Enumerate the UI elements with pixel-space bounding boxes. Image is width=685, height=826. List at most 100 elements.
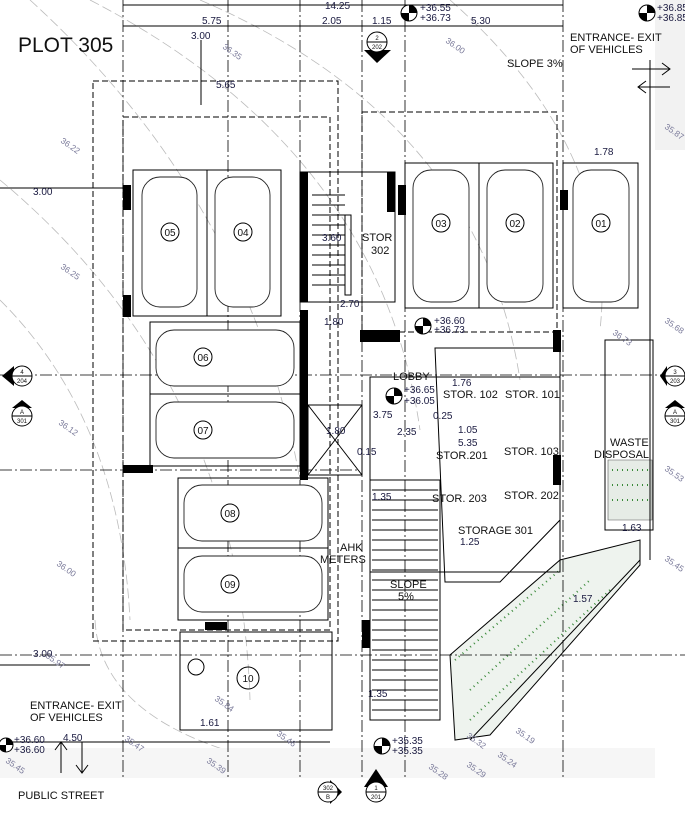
svg-text:STOR. 101: STOR. 101 <box>505 389 560 401</box>
svg-text:+36.60: +36.60 <box>14 735 45 746</box>
svg-text:302: 302 <box>371 245 389 257</box>
dim-3-00-top: 3.00 <box>191 31 211 42</box>
arrow-left-icon <box>637 80 670 94</box>
dimension-labels: 14.25 5.75 2.05 1.15 5.30 3.00 5.65 3.00… <box>33 1 642 744</box>
arrow-down-icon <box>75 742 89 774</box>
svg-text:36.25: 36.25 <box>59 261 82 282</box>
level-marker: +36.60+36.60 <box>0 735 45 756</box>
dim-0-25: 0.25 <box>433 411 453 422</box>
svg-text:01: 01 <box>595 219 607 230</box>
parking-space-08: 08 <box>177 477 329 549</box>
dim-3-00-bottom: 3.00 <box>33 649 53 660</box>
parking-spaces: 05 04 03 02 01 06 07 08 09 10 <box>132 162 639 690</box>
svg-text:301: 301 <box>670 419 681 425</box>
svg-text:+36.60: +36.60 <box>14 745 45 756</box>
svg-text:204: 204 <box>17 379 28 385</box>
level-marker: +36.85+36.85 <box>638 3 685 24</box>
dim-1-35a: 1.35 <box>372 492 392 503</box>
level-marker: +36.60+36.73 <box>414 316 465 336</box>
dim-1-78: 1.78 <box>594 147 614 158</box>
dim-1-61: 1.61 <box>200 718 220 729</box>
svg-text:WASTE: WASTE <box>610 437 649 449</box>
topo-heights: 36.35 36.00 36.22 36.25 36.12 36.00 35.8… <box>4 35 685 782</box>
section-marker: 2 202 <box>364 31 391 63</box>
svg-text:+36.73: +36.73 <box>420 13 451 24</box>
svg-text:36.00: 36.00 <box>55 558 78 579</box>
svg-text:A: A <box>673 410 677 416</box>
section-marker: A 301 <box>664 400 685 427</box>
plot-title: PLOT 305 <box>18 34 113 57</box>
svg-text:+36.85: +36.85 <box>657 13 685 24</box>
dim-5-35: 5.35 <box>458 438 478 449</box>
svg-text:OF VEHICLES: OF VEHICLES <box>30 712 103 724</box>
parking-space-04: 04 <box>206 169 282 317</box>
parking-space-05: 05 <box>132 169 208 317</box>
svg-text:202: 202 <box>372 45 383 51</box>
svg-text:SLOPE: SLOPE <box>390 579 427 591</box>
svg-text:2: 2 <box>375 36 379 42</box>
svg-text:+36.55: +36.55 <box>420 3 451 14</box>
svg-text:AHK: AHK <box>340 542 363 554</box>
grid-axes <box>0 0 685 780</box>
svg-text:08: 08 <box>224 509 236 520</box>
dim-3-75: 3.75 <box>373 410 393 421</box>
parking-space-06: 06 <box>149 321 301 395</box>
dim-2-35: 2.35 <box>397 427 417 438</box>
dim-5-30: 5.30 <box>471 16 491 27</box>
svg-text:10: 10 <box>242 674 254 685</box>
room-labels: ENTRANCE- EXIT OF VEHICLES SLOPE 3% STOR… <box>18 32 662 802</box>
svg-text:02: 02 <box>509 219 521 230</box>
dim-1-80b: 1.80 <box>326 426 346 437</box>
street-hatch <box>655 0 685 150</box>
svg-text:07: 07 <box>197 426 209 437</box>
svg-text:STOR.201: STOR.201 <box>436 450 488 462</box>
svg-text:09: 09 <box>224 580 236 591</box>
dim-5-75: 5.75 <box>202 16 222 27</box>
svg-text:STORAGE 301: STORAGE 301 <box>458 525 533 537</box>
level-markers: +36.55+36.73 +36.85+36.85 +36.60+36.73 +… <box>0 3 685 757</box>
svg-text:PUBLIC STREET: PUBLIC STREET <box>18 790 104 802</box>
dim-1-63: 1.63 <box>622 523 642 534</box>
dimension-lines <box>0 4 563 743</box>
accessible-parking-icon <box>187 658 205 676</box>
svg-text:+36.65: +36.65 <box>404 385 435 396</box>
section-marker: 3 203 <box>660 365 685 387</box>
svg-text:LOBBY: LOBBY <box>393 371 430 383</box>
svg-text:METERS: METERS <box>320 554 366 566</box>
svg-text:36.22: 36.22 <box>59 135 82 156</box>
svg-text:B: B <box>326 795 330 801</box>
svg-text:STOR. 202: STOR. 202 <box>504 490 559 502</box>
svg-text:STOR. 103: STOR. 103 <box>504 446 559 458</box>
svg-text:203: 203 <box>670 379 681 385</box>
section-marker: 4 204 <box>2 365 33 387</box>
svg-text:03: 03 <box>435 219 447 230</box>
dim-1-35b: 1.35 <box>368 689 388 700</box>
svg-text:STOR. 203: STOR. 203 <box>432 493 487 505</box>
svg-text:ENTRANCE- EXIT: ENTRANCE- EXIT <box>570 32 662 44</box>
level-marker: +35.35+35.35 <box>373 736 423 757</box>
svg-text:35.84: 35.84 <box>213 693 236 714</box>
svg-text:3: 3 <box>673 370 677 376</box>
svg-text:36.12: 36.12 <box>57 417 80 438</box>
dim-3-60: 3.60 <box>322 233 342 244</box>
dim-1-05: 1.05 <box>458 425 478 436</box>
svg-text:+35.35: +35.35 <box>392 746 423 757</box>
dim-1-76: 1.76 <box>452 378 472 389</box>
walls <box>123 172 568 648</box>
traffic-arrows <box>54 62 671 774</box>
dim-4-50: 4.50 <box>63 733 83 744</box>
svg-text:35.46: 35.46 <box>275 728 298 749</box>
svg-text:OF VEHICLES: OF VEHICLES <box>570 44 643 56</box>
svg-text:35.45: 35.45 <box>663 553 685 574</box>
staircase <box>312 194 352 296</box>
dim-1-80a: 1.80 <box>324 317 344 328</box>
svg-text:DISPOSAL: DISPOSAL <box>594 449 649 461</box>
parking-space-03: 03 <box>404 162 480 309</box>
svg-text:4: 4 <box>20 370 24 376</box>
svg-text:36.00: 36.00 <box>444 35 467 56</box>
svg-text:302: 302 <box>323 786 334 792</box>
dim-1-57: 1.57 <box>573 594 593 605</box>
